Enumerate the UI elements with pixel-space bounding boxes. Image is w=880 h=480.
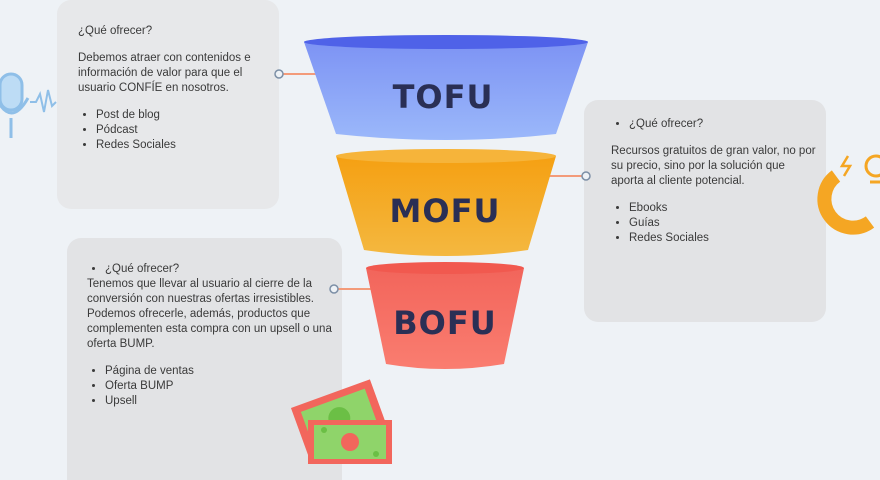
list-item: Upsell (105, 394, 332, 409)
list-item: Guías (629, 216, 816, 231)
funnel-stage-bofu: BOFU (366, 262, 524, 369)
card-mofu: ¿Qué ofrecer? Recursos gratuitos de gran… (584, 100, 826, 322)
stage-label-bofu: BOFU (393, 304, 496, 342)
tofu-question: ¿Qué ofrecer? (78, 25, 153, 37)
stage-label-mofu: MOFU (390, 192, 501, 230)
list-item: Post de blog (96, 108, 269, 123)
card-bofu: ¿Qué ofrecer? Tenemos que llevar al usua… (67, 238, 342, 480)
list-item: Página de ventas (105, 364, 332, 379)
list-item: Pódcast (96, 123, 269, 138)
card-tofu: ¿Qué ofrecer? Debemos atraer con conteni… (57, 0, 279, 209)
mofu-question-list: ¿Qué ofrecer? (611, 117, 816, 132)
bofu-body-1: Tenemos que llevar al usuario al cierre … (87, 278, 314, 305)
mofu-question: ¿Qué ofrecer? (629, 117, 816, 132)
tofu-body: Debemos atraer con contenidos e informac… (78, 52, 251, 94)
magnet-icon (817, 154, 880, 235)
bofu-list: Página de ventas Oferta BUMP Upsell (87, 364, 332, 409)
connector-bofu (329, 284, 378, 294)
funnel-stage-tofu: TOFU (304, 35, 588, 140)
funnel-stage-mofu: MOFU (336, 149, 556, 256)
bofu-body-2: Podemos ofrecerle, además, productos que… (87, 308, 332, 350)
stage-label-tofu: TOFU (393, 78, 494, 116)
list-item: Redes Sociales (96, 138, 269, 153)
microphone-icon (0, 72, 57, 138)
tofu-list: Post de blog Pódcast Redes Sociales (78, 108, 269, 153)
list-item: Ebooks (629, 201, 816, 216)
connector-tofu (274, 69, 317, 79)
mofu-list: Ebooks Guías Redes Sociales (611, 201, 816, 246)
bofu-question: ¿Qué ofrecer? (105, 262, 332, 277)
list-item: Redes Sociales (629, 231, 816, 246)
money-bills-icon (290, 379, 392, 464)
bofu-question-list: ¿Qué ofrecer? (87, 262, 332, 277)
list-item: Oferta BUMP (105, 379, 332, 394)
mofu-body: Recursos gratuitos de gran valor, no por… (611, 145, 816, 187)
